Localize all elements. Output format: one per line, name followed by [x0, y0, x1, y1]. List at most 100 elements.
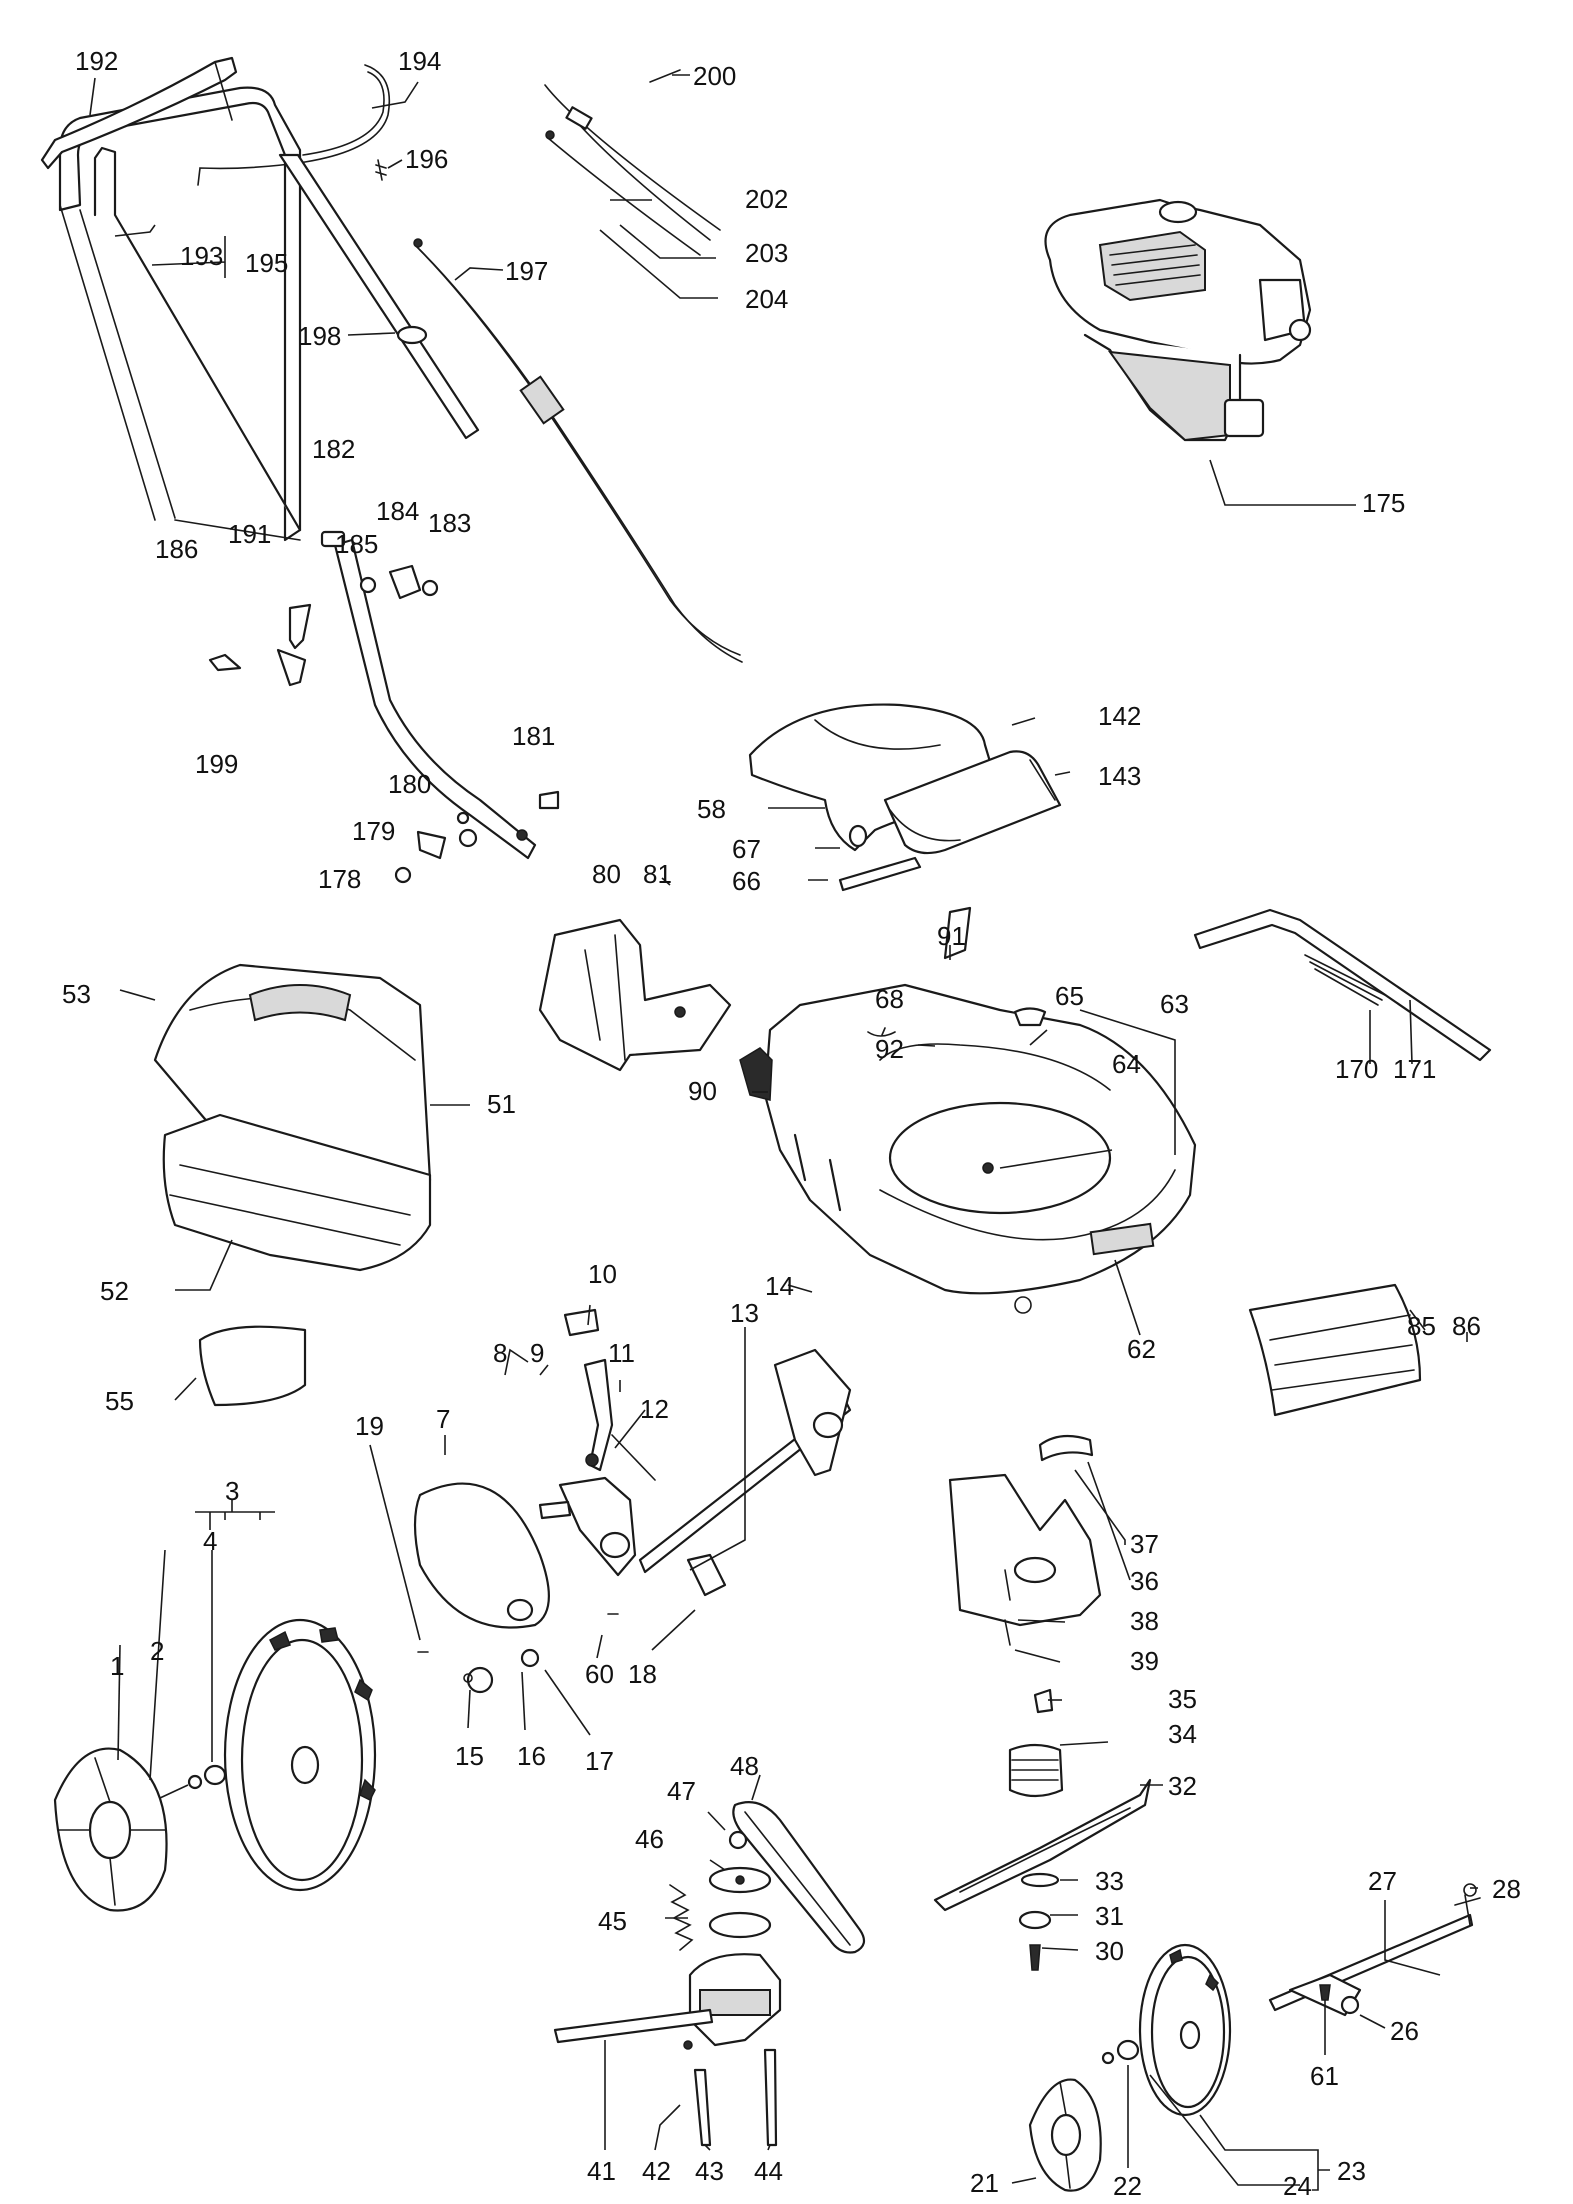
callout-192: 192 — [75, 46, 118, 76]
callout-60: 60 — [585, 1659, 614, 1689]
callout-175: 175 — [1362, 488, 1405, 518]
callout-185: 185 — [335, 529, 378, 559]
callout-204: 204 — [745, 284, 788, 314]
callout-47: 47 — [667, 1776, 696, 1806]
callout-46: 46 — [635, 1824, 664, 1854]
leader-lines — [89, 74, 1478, 2191]
callout-33: 33 — [1095, 1866, 1124, 1896]
callout-18: 18 — [628, 1659, 657, 1689]
lower-handle — [320, 530, 537, 860]
callout-30: 30 — [1095, 1936, 1124, 1966]
blade-adapter — [948, 1434, 1102, 1646]
callout-67: 67 — [732, 834, 761, 864]
callout-191: 191 — [228, 519, 271, 549]
callout-195: 195 — [245, 248, 288, 278]
rear-flap — [538, 918, 732, 1072]
callout-183: 183 — [428, 508, 471, 538]
callout-9: 9 — [530, 1338, 544, 1368]
callout-170: 170 — [1335, 1054, 1378, 1084]
callout-86: 86 — [1452, 1311, 1481, 1341]
callout-38: 38 — [1130, 1606, 1159, 1636]
callout-8: 8 — [493, 1338, 507, 1368]
callout-199: 199 — [195, 749, 238, 779]
callout-23: 23 — [1337, 2156, 1366, 2186]
callout-28: 28 — [1492, 1874, 1521, 1904]
callout-36: 36 — [1130, 1566, 1159, 1596]
callout-142: 142 — [1098, 701, 1141, 731]
pulleys — [708, 1830, 772, 1939]
callout-181: 181 — [512, 721, 555, 751]
callout-2: 2 — [150, 1636, 164, 1666]
upper-handle — [58, 86, 302, 542]
callout-41: 41 — [587, 2156, 616, 2186]
callout-64: 64 — [1112, 1049, 1141, 1079]
callout-32: 32 — [1168, 1771, 1197, 1801]
callout-27: 27 — [1368, 1866, 1397, 1896]
callout-35: 35 — [1168, 1684, 1197, 1714]
side-chute — [1248, 1283, 1422, 1417]
rear-deflector — [748, 703, 1002, 852]
callout-66: 66 — [732, 866, 761, 896]
callout-91: 91 — [937, 921, 966, 951]
callout-1: 1 — [110, 1651, 124, 1681]
callout-92: 92 — [875, 1034, 904, 1064]
callout-39: 39 — [1130, 1646, 1159, 1676]
callout-19: 19 — [355, 1411, 384, 1441]
spring-196 — [375, 159, 387, 181]
callout-48: 48 — [730, 1751, 759, 1781]
height-lever — [563, 1308, 656, 1481]
callout-171: 171 — [1393, 1054, 1436, 1084]
callout-200: 200 — [693, 61, 736, 91]
callout-52: 52 — [100, 1276, 129, 1306]
callout-10: 10 — [588, 1259, 617, 1289]
callout-178: 178 — [318, 864, 361, 894]
callout-143: 143 — [1098, 761, 1141, 791]
gearbox — [553, 1953, 782, 2147]
callout-65: 65 — [1055, 981, 1084, 1011]
callout-31: 31 — [1095, 1901, 1124, 1931]
pin-200 — [649, 69, 681, 83]
wheel-disc-7 — [413, 1482, 550, 1629]
callout-51: 51 — [487, 1089, 516, 1119]
callout-15: 15 — [455, 1741, 484, 1771]
callout-193: 193 — [180, 241, 223, 271]
callout-184: 184 — [376, 496, 419, 526]
callout-180: 180 — [388, 769, 431, 799]
rear-bearings — [1101, 1984, 1331, 2065]
callout-80: 80 — [592, 859, 621, 889]
front-wheel — [223, 1618, 377, 1892]
callout-11: 11 — [608, 1338, 635, 1368]
callout-58: 58 — [697, 794, 726, 824]
callout-16: 16 — [517, 1741, 546, 1771]
blade-hub — [1008, 1688, 1064, 1798]
callout-196: 196 — [405, 144, 448, 174]
blade — [933, 1778, 1152, 1912]
handle-rod-198 — [278, 153, 480, 440]
rear-axle — [1268, 1883, 1481, 2017]
callout-22: 22 — [1113, 2171, 1142, 2201]
engine — [1044, 198, 1312, 442]
discharge-rod — [1193, 908, 1492, 1062]
callout-63: 63 — [1160, 989, 1189, 1019]
front-wheel-hardware — [417, 1553, 727, 1694]
callout-21: 21 — [970, 2168, 999, 2198]
callout-68: 68 — [875, 984, 904, 1014]
callout-186: 186 — [155, 534, 198, 564]
callout-90: 90 — [688, 1076, 717, 1106]
callout-45: 45 — [598, 1906, 627, 1936]
callout-26: 26 — [1390, 2016, 1419, 2046]
callout-12: 12 — [640, 1394, 669, 1424]
callout-labels: 192 194 196 193 195 198 197 200 202 203 … — [62, 46, 1521, 2201]
callout-17: 17 — [585, 1746, 614, 1776]
callout-4: 4 — [203, 1526, 217, 1556]
grass-bag — [162, 1113, 432, 1272]
callout-81: 81 — [643, 859, 672, 889]
mower-deck — [739, 983, 1197, 1314]
brake-bar — [40, 56, 238, 170]
front-hubcap — [53, 1747, 168, 1912]
callout-13: 13 — [730, 1298, 759, 1328]
callout-179: 179 — [352, 816, 395, 846]
callout-14: 14 — [765, 1271, 794, 1301]
rear-wheel — [1138, 1943, 1232, 2117]
front-bearings — [187, 1764, 227, 1790]
